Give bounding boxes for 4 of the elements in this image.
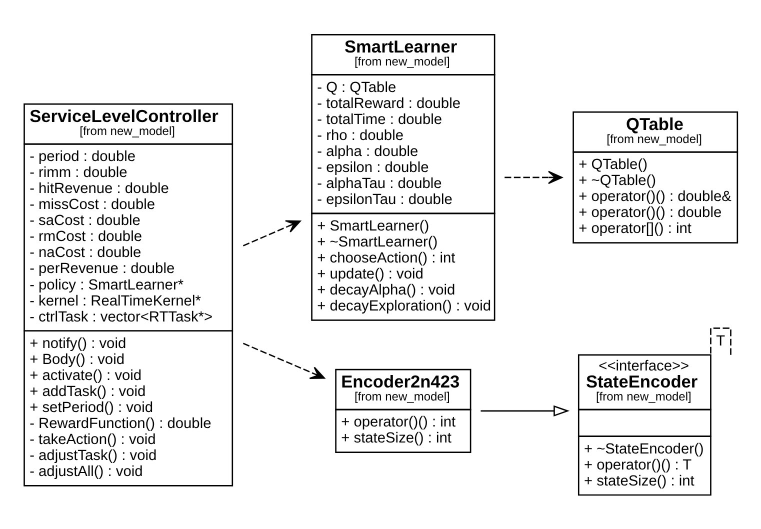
arrow [504,170,563,184]
arrow [242,342,325,379]
arrow [480,405,570,417]
arrow [242,220,301,246]
